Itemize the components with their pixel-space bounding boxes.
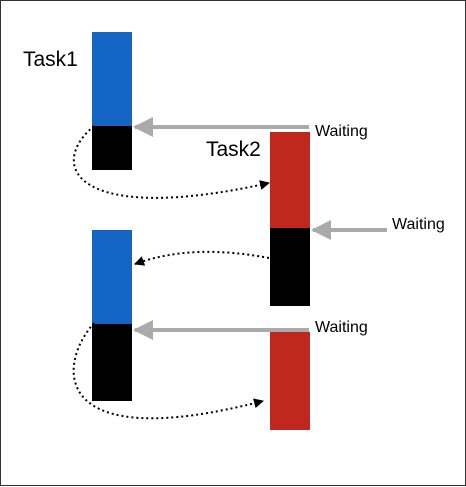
switch-arrow-task1-to-task2-1 xyxy=(72,125,270,199)
task1-blocked-block-1 xyxy=(92,126,132,170)
switch-arrow-task2-to-task1 xyxy=(134,250,270,266)
task2-label: Task2 xyxy=(206,138,261,161)
task2-blocked-block-1 xyxy=(270,228,310,306)
task1-running-block-2 xyxy=(92,230,132,324)
task1-running-block-1 xyxy=(92,32,132,126)
waiting-label-3: Waiting xyxy=(315,319,368,336)
task1-blocked-block-2 xyxy=(92,324,132,401)
task2-running-block-2 xyxy=(270,332,310,430)
task1-label: Task1 xyxy=(23,48,78,71)
waiting-label-1: Waiting xyxy=(315,123,368,140)
task2-running-block-1 xyxy=(270,132,310,228)
waiting-label-2: Waiting xyxy=(392,216,445,233)
